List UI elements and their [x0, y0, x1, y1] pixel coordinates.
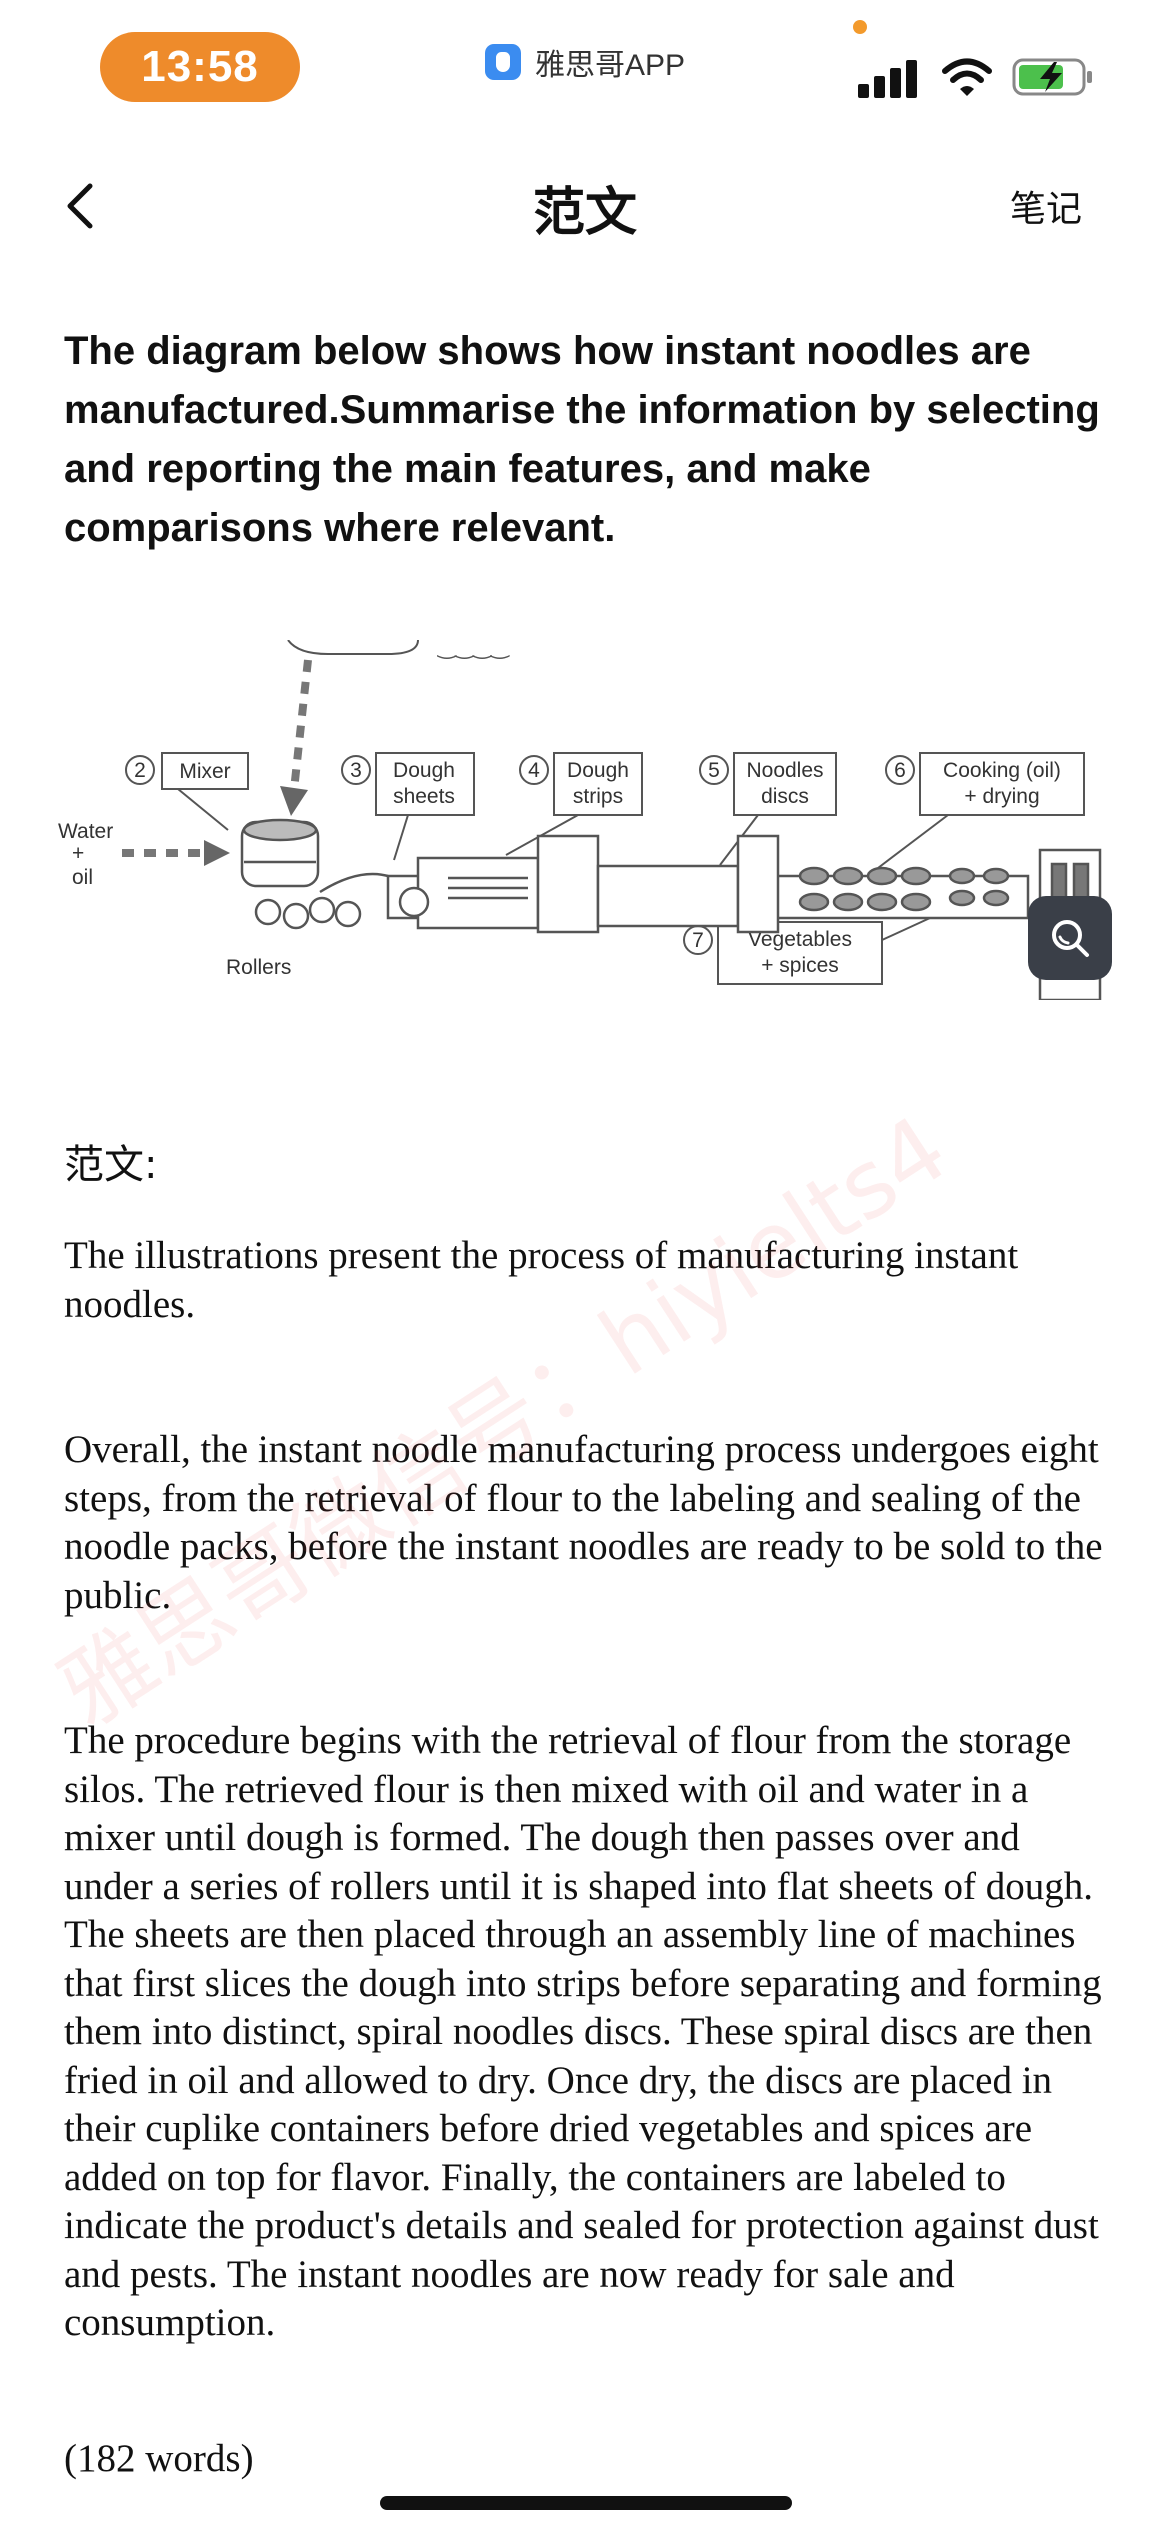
home-indicator[interactable]: [380, 2496, 792, 2510]
nav-bar: 范文 笔记: [0, 150, 1170, 260]
app-source-indicator[interactable]: 雅思哥APP: [485, 40, 685, 84]
svg-text:Vegetables: Vegetables: [748, 928, 852, 951]
app-source-name: 雅思哥APP: [535, 49, 686, 82]
svg-text:Mixer: Mixer: [179, 760, 230, 783]
svg-text:sheets: sheets: [393, 785, 455, 808]
svg-text:Cooking (oil): Cooking (oil): [943, 759, 1061, 782]
word-count: (182 words): [64, 2437, 254, 2480]
page-title: 范文: [532, 183, 637, 243]
status-time[interactable]: 13:58: [100, 32, 300, 102]
svg-text:2: 2: [134, 759, 146, 782]
svg-text:4: 4: [528, 759, 540, 782]
svg-text:+ drying: + drying: [964, 785, 1039, 808]
magnifier-icon: [1052, 920, 1089, 957]
task-prompt: The diagram below shows how instant nood…: [64, 329, 1100, 550]
svg-text:discs: discs: [761, 785, 809, 808]
flour-dashed-arrow: [290, 659, 312, 791]
app-icon: [485, 44, 521, 80]
essay-paragraph-overview: Overall, the instant noodle manufacturin…: [64, 1428, 1103, 1617]
sample-essay: The illustrations present the process of…: [64, 1232, 1114, 2348]
mixer-machine: [240, 818, 389, 930]
essay-paragraph-intro: The illustrations present the process of…: [64, 1234, 1019, 1326]
svg-text:5: 5: [708, 759, 720, 782]
label-rollers: Rollers: [226, 956, 291, 979]
label-vegetables-spices: 7 Vegetables + spices: [683, 917, 931, 985]
svg-text:Dough: Dough: [567, 759, 629, 782]
label-water-oil: Water + oil: [58, 820, 230, 889]
sample-essay-label: 范文:: [64, 1142, 158, 1188]
process-diagram[interactable]: ‿‿‿‿ 2 Mixer 3 Dough sheets 4 Dough stri…: [58, 640, 1118, 1000]
svg-text:+: +: [72, 842, 84, 865]
svg-text:3: 3: [350, 759, 362, 782]
svg-text:oil: oil: [72, 866, 93, 889]
back-button[interactable]: [52, 176, 112, 236]
wifi-icon: [942, 58, 992, 96]
zoom-image-button[interactable]: [1028, 896, 1112, 980]
silo-outline: [287, 640, 419, 655]
silo-decoration: ‿‿‿‿: [437, 640, 510, 660]
svg-text:Dough: Dough: [393, 759, 455, 782]
svg-text:strips: strips: [573, 785, 623, 808]
svg-text:+ spices: + spices: [761, 954, 839, 977]
essay-paragraph-body: The procedure begins with the retrieval …: [64, 1719, 1102, 2344]
privacy-dot-icon: [853, 20, 867, 34]
status-bar: 13:58 雅思哥APP: [0, 0, 1170, 130]
label-dough-sheets: 3 Dough sheets: [341, 752, 475, 861]
label-mixer: 2 Mixer: [125, 752, 249, 831]
label-dough-strips: 4 Dough strips: [505, 752, 643, 856]
svg-text:Noodles: Noodles: [746, 759, 823, 782]
svg-text:Water: Water: [58, 820, 113, 843]
svg-text:7: 7: [692, 929, 704, 952]
label-cooking-drying: 6 Cooking (oil) + drying: [877, 752, 1085, 869]
label-noodles-discs: 5 Noodles discs: [699, 752, 837, 866]
battery-charging-icon: [1012, 58, 1092, 96]
cellular-signal-icon: [858, 58, 918, 98]
notes-button[interactable]: 笔记: [1009, 189, 1082, 230]
svg-text:6: 6: [894, 759, 906, 782]
